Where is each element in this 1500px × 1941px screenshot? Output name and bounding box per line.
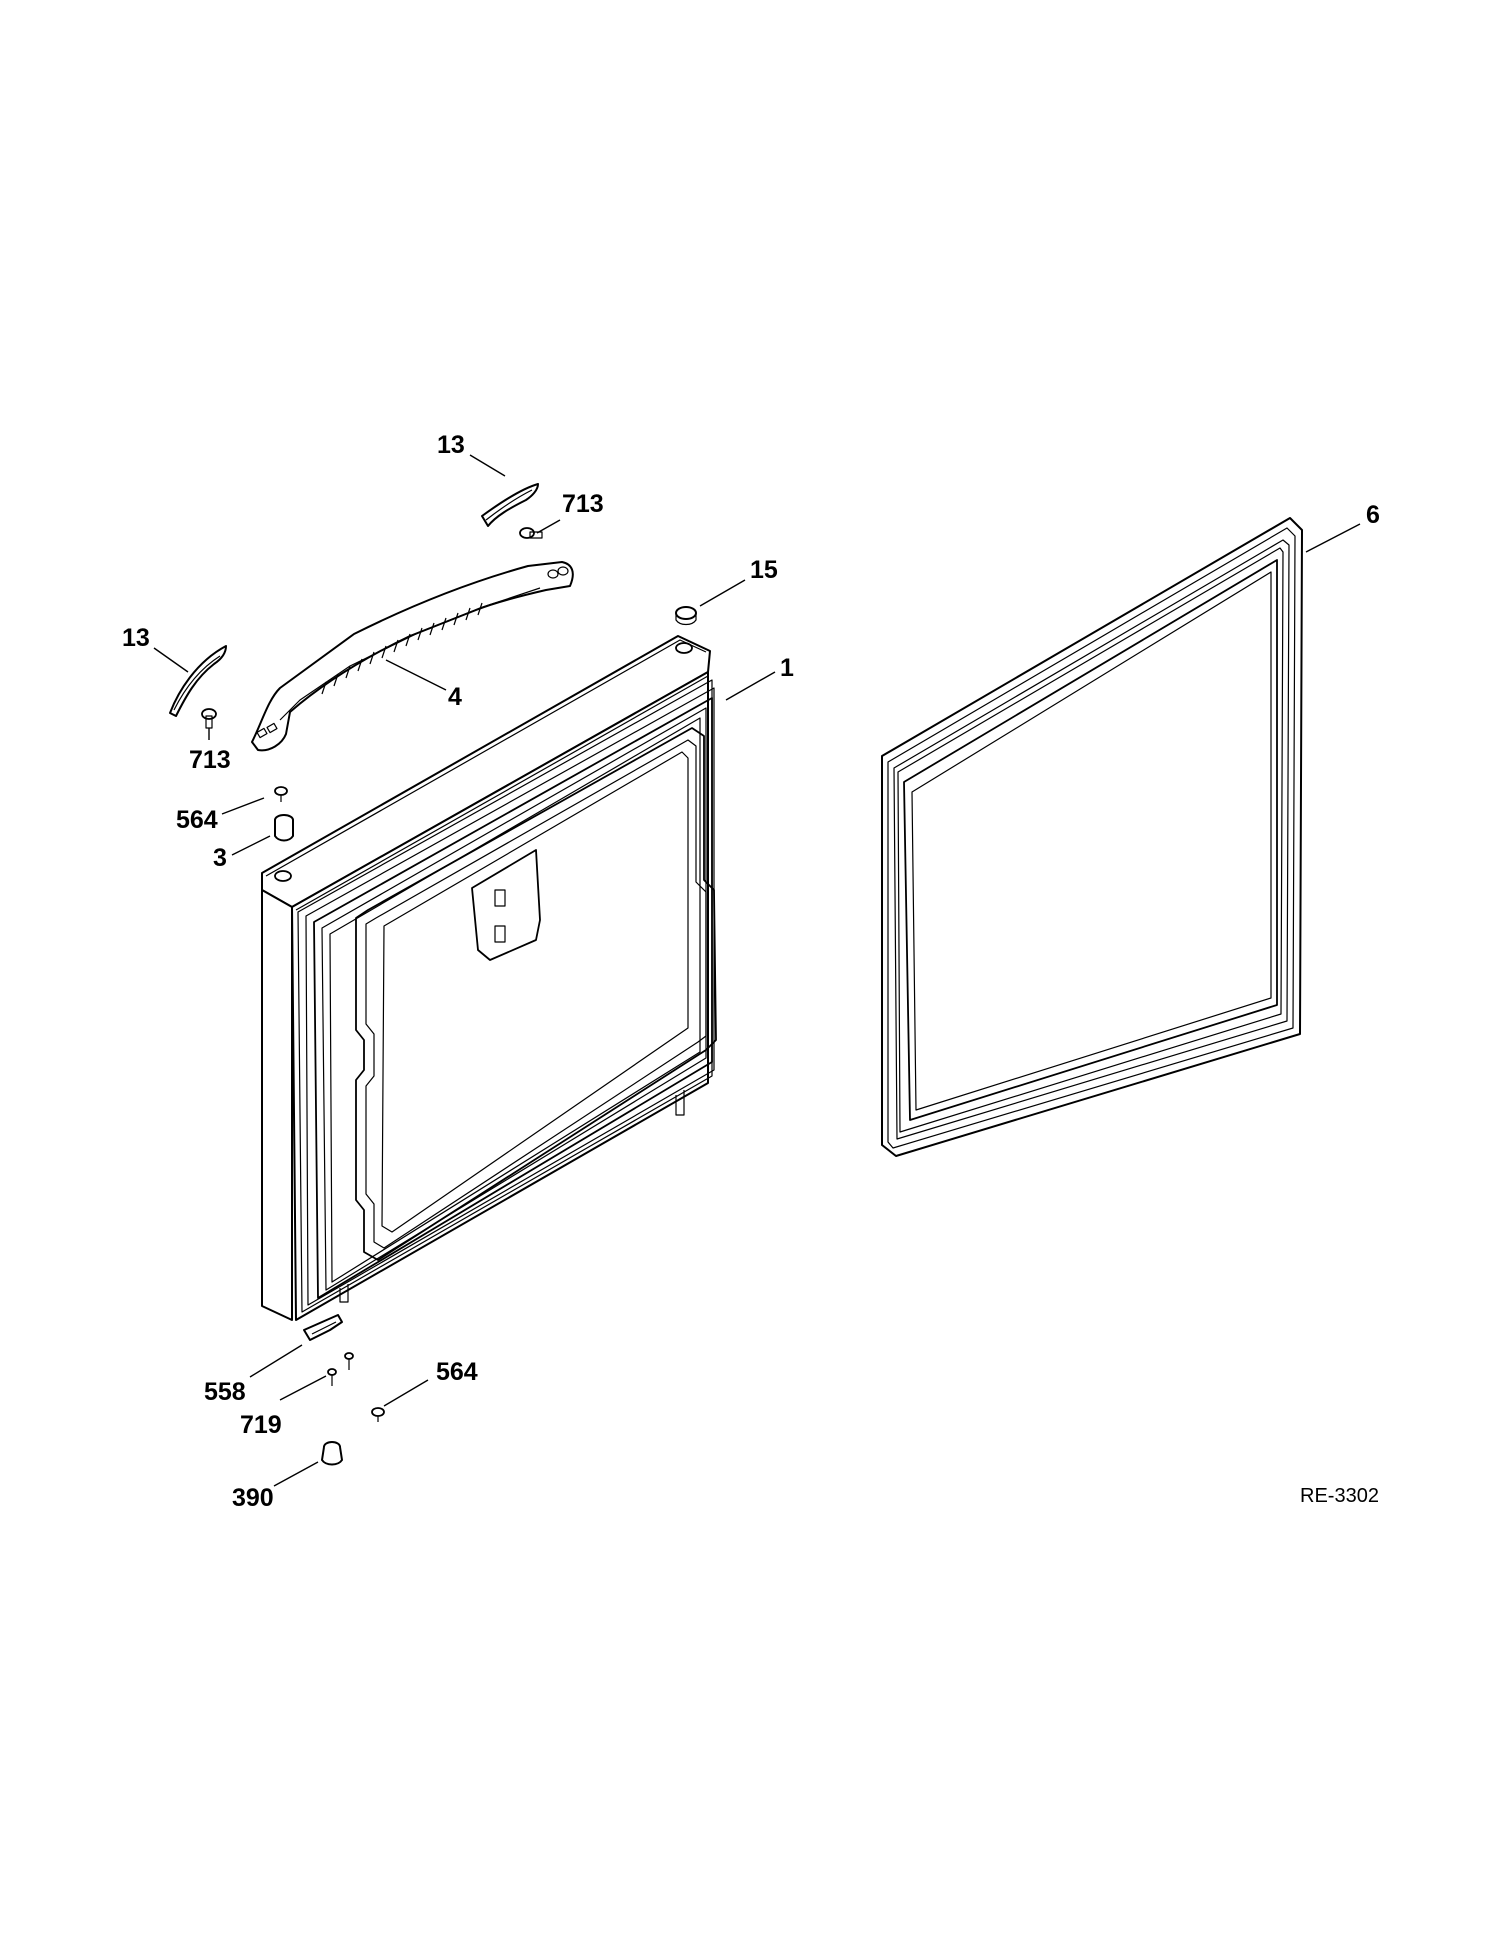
callout-15: 15	[750, 556, 778, 584]
screw-part-719-b	[327, 1368, 337, 1386]
diagram-reference-code: RE-3302	[1300, 1485, 1379, 1507]
callout-13-left: 13	[122, 624, 150, 652]
handle-grip-ribs	[321, 602, 483, 695]
callout-6: 6	[1366, 501, 1380, 529]
screw-part-713-top	[519, 527, 543, 539]
freezer-door-part-1	[261, 635, 717, 1321]
bushing-part-3	[274, 814, 294, 842]
callout-4: 4	[448, 683, 462, 711]
callout-390: 390	[232, 1484, 274, 1512]
door-handle-part-4	[251, 561, 574, 752]
handle-end-cap-part-13-top	[481, 483, 539, 527]
callout-713-left: 713	[189, 746, 231, 774]
leader-lines	[153, 454, 1361, 1487]
cap-part-390	[321, 1441, 343, 1466]
screw-part-564-top	[274, 786, 288, 802]
callout-564-top: 564	[176, 806, 218, 834]
callout-3: 3	[213, 844, 227, 872]
callout-719: 719	[240, 1411, 282, 1439]
callout-1: 1	[780, 654, 794, 682]
callout-713-top: 713	[562, 490, 604, 518]
screw-part-719-a	[344, 1352, 354, 1370]
plug-part-15	[675, 606, 697, 626]
callout-13-top: 13	[437, 431, 465, 459]
handle-end-cap-part-13-left	[169, 645, 227, 717]
callout-558: 558	[204, 1378, 246, 1406]
door-gasket-part-6	[881, 517, 1303, 1157]
hinge-bracket-part-558	[303, 1314, 343, 1341]
screw-part-713-left	[201, 708, 217, 729]
callout-564-bottom: 564	[436, 1358, 478, 1386]
screw-part-564-bottom	[371, 1407, 385, 1422]
